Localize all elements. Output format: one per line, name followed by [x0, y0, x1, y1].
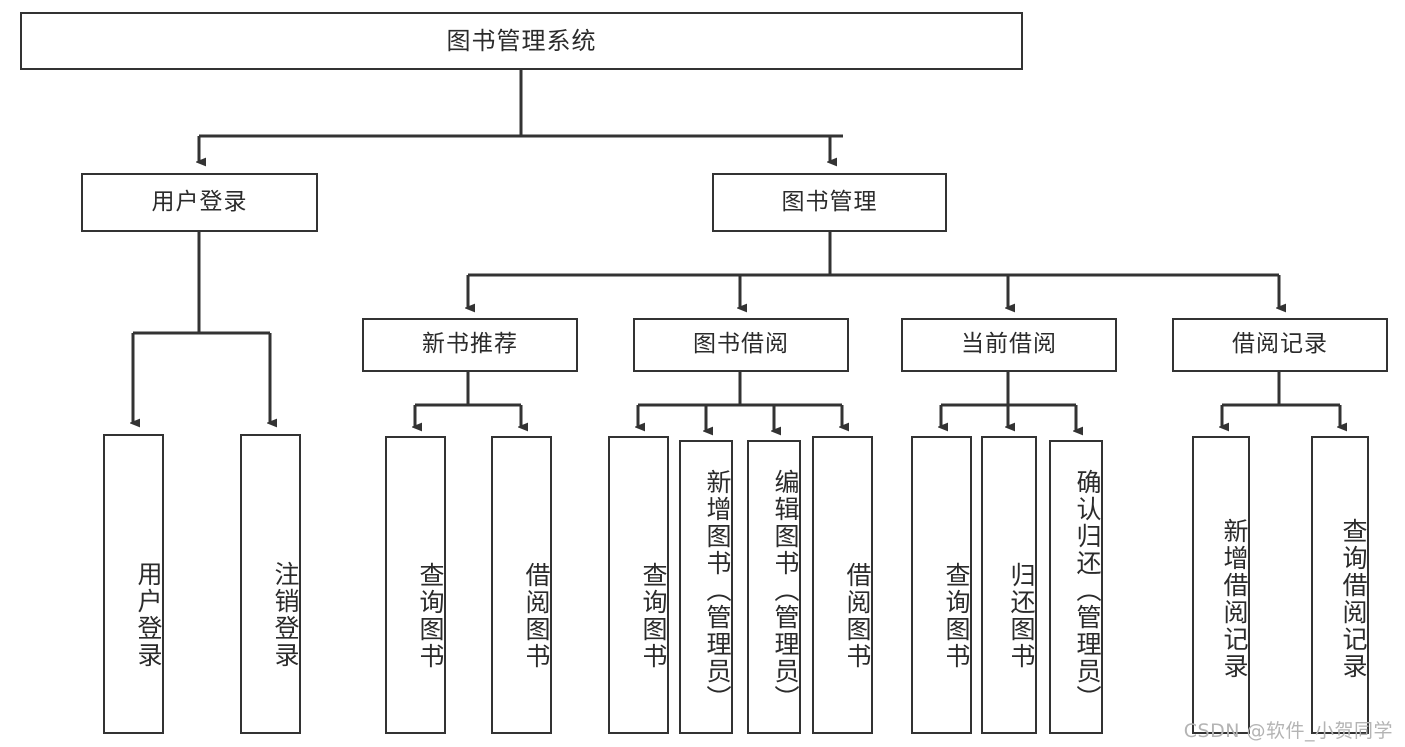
node-label: 编辑图书（管理员）	[771, 468, 800, 712]
node-label: 查询图书	[942, 562, 971, 670]
node-label: 归还图书	[1007, 562, 1036, 670]
node-label: 新书推荐	[422, 331, 518, 358]
leaf-recommend-borrow-book[interactable]: 借阅图书	[491, 436, 552, 734]
leaf-borrow-borrow-book[interactable]: 借阅图书	[812, 436, 873, 734]
leaf-record-add-record[interactable]: 新增借阅记录	[1192, 436, 1250, 734]
node-label: 图书管理系统	[446, 26, 597, 55]
leaf-borrow-edit-book-admin[interactable]: 编辑图书（管理员）	[747, 440, 801, 734]
node-label: 注销登录	[271, 561, 300, 669]
leaf-current-return-book[interactable]: 归还图书	[981, 436, 1037, 734]
node-label: 用户登录	[151, 188, 248, 215]
node-current-borrow[interactable]: 当前借阅	[901, 318, 1117, 372]
node-label: 新增借阅记录	[1220, 518, 1249, 680]
node-label: 图书借阅	[693, 331, 789, 358]
node-label: 借阅图书	[522, 562, 551, 670]
node-borrow-record[interactable]: 借阅记录	[1172, 318, 1388, 372]
watermark-text: CSDN @软件_小贺同学	[1183, 720, 1393, 742]
node-label: 新增图书（管理员）	[703, 468, 732, 712]
leaf-user-login-login[interactable]: 用户登录	[103, 434, 164, 734]
node-label: 图书管理	[781, 188, 878, 215]
node-label: 确认归还（管理员）	[1073, 468, 1102, 712]
leaf-recommend-query-book[interactable]: 查询图书	[385, 436, 446, 734]
node-label: 查询图书	[639, 562, 668, 670]
leaf-current-query-book[interactable]: 查询图书	[911, 436, 972, 734]
node-label: 当前借阅	[961, 331, 1057, 358]
leaf-borrow-add-book-admin[interactable]: 新增图书（管理员）	[679, 440, 733, 734]
node-book-management[interactable]: 图书管理	[712, 173, 947, 232]
node-label: 用户登录	[134, 561, 163, 669]
node-label: 借阅图书	[843, 562, 872, 670]
leaf-borrow-query-book[interactable]: 查询图书	[608, 436, 669, 734]
node-label: 查询借阅记录	[1339, 518, 1368, 680]
node-new-book-recommend[interactable]: 新书推荐	[362, 318, 578, 372]
node-book-borrow[interactable]: 图书借阅	[633, 318, 849, 372]
node-user-login[interactable]: 用户登录	[81, 173, 318, 232]
leaf-current-confirm-return-admin[interactable]: 确认归还（管理员）	[1049, 440, 1103, 734]
node-root-system[interactable]: 图书管理系统	[20, 12, 1023, 70]
leaf-user-login-logout[interactable]: 注销登录	[240, 434, 301, 734]
node-label: 查询图书	[416, 562, 445, 670]
leaf-record-query-record[interactable]: 查询借阅记录	[1311, 436, 1369, 734]
node-label: 借阅记录	[1232, 331, 1328, 358]
